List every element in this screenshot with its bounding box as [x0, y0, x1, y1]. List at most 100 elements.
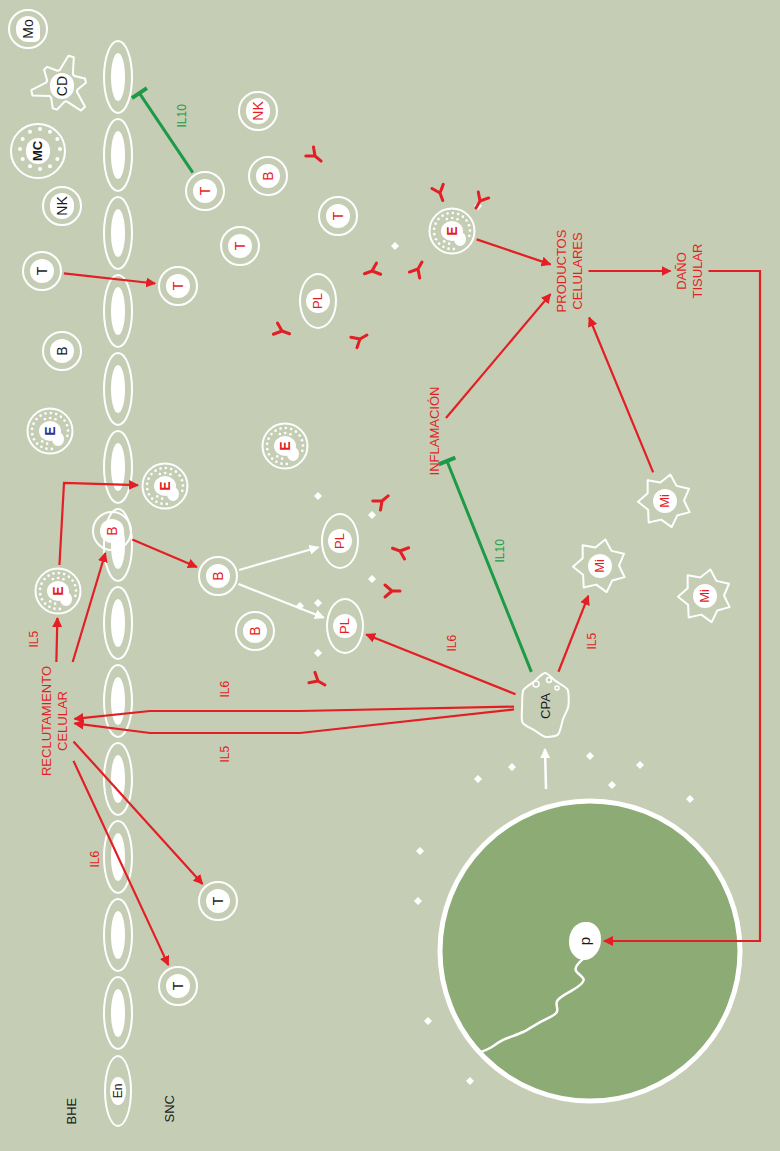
- node-label: T: [206, 889, 230, 913]
- antigen-diamond: [608, 781, 616, 789]
- microglia-cell: Mi: [676, 567, 734, 625]
- connector-arrow: [74, 761, 169, 965]
- node-label: T: [166, 974, 190, 998]
- antibody-symbol: [385, 585, 400, 597]
- cytokine-label: IL10: [175, 102, 189, 129]
- endothelial-nucleus: [111, 53, 125, 101]
- connector-arrow: [589, 318, 653, 473]
- antibody-symbol: [409, 259, 427, 278]
- node-label: CD: [50, 73, 74, 99]
- immune-cell: T: [198, 881, 238, 921]
- immune-cell: T: [185, 171, 225, 211]
- inhibition-bar: [132, 88, 147, 98]
- antibody-symbol: [373, 491, 392, 510]
- cytokine-label: IL6: [218, 679, 232, 700]
- process-label: PRODUCTOS CELULARES: [554, 228, 587, 315]
- scolex-neck: [478, 958, 584, 1053]
- endothelial-cell: [104, 431, 132, 503]
- node-label: Mo: [16, 16, 40, 41]
- antigen-diamond: [368, 575, 376, 583]
- node-label: RECLUTAMIENTO CELULAR: [39, 666, 70, 776]
- antigen-diamond: [368, 511, 376, 519]
- inhibition-line: [139, 93, 192, 173]
- node-label: CPA: [538, 693, 553, 719]
- eosinophil-cell: E: [261, 422, 309, 470]
- endothelial-nucleus: [111, 365, 125, 413]
- node-label: E: [444, 226, 460, 235]
- immune-cell: B: [248, 156, 288, 196]
- connector-arrow: [604, 271, 760, 941]
- antigen-uptake-arrow: [545, 749, 546, 789]
- eosinophil-cell: E: [428, 207, 476, 255]
- node-label: E: [157, 481, 173, 490]
- immune-cell: B: [235, 611, 275, 651]
- antigen-diamond: [314, 492, 322, 500]
- immune-cell: T: [158, 266, 198, 306]
- antigen-diamond: [391, 242, 399, 250]
- endothelial-cell: En: [104, 1055, 132, 1127]
- node-label: INFLAMACIÓN: [427, 387, 443, 476]
- cytokine-label: IL6: [445, 633, 459, 654]
- node-label: NK: [246, 98, 270, 123]
- endothelial-cell: [104, 899, 132, 971]
- connector-arrow: [446, 294, 551, 418]
- process-label: RECLUTAMIENTO CELULAR: [39, 664, 72, 778]
- node-label: B: [50, 339, 74, 363]
- node-label: DAÑO TISULAR: [674, 244, 705, 299]
- antigen-diamond: [586, 752, 594, 760]
- endothelial-nucleus: [111, 911, 125, 959]
- node-label: Mi: [693, 584, 717, 608]
- cytokine-label: IL6: [88, 849, 102, 870]
- node-label: B: [206, 564, 230, 588]
- endothelial-nucleus: [111, 209, 125, 257]
- plasma-cell: PL: [321, 513, 359, 569]
- antibody-symbol: [432, 184, 448, 202]
- endothelial-cell: [104, 275, 132, 347]
- antigen-diamond: [686, 795, 694, 803]
- node-label: MC: [26, 138, 50, 164]
- node-label: B: [256, 164, 280, 188]
- immune-cell: B: [42, 331, 82, 371]
- antigen-diamond: [424, 1017, 432, 1025]
- endothelial-nucleus: [111, 599, 125, 647]
- microglia-cell: Mi: [571, 537, 629, 595]
- node-label: T: [30, 259, 54, 283]
- antigen-diamond: [474, 775, 482, 783]
- node-label: PRODUCTOS CELULARES: [554, 230, 585, 313]
- node-label: B: [243, 619, 267, 643]
- cytokine-label: IL5: [585, 631, 599, 652]
- node-label: p: [576, 937, 594, 945]
- plasma-cell: PL: [326, 598, 364, 654]
- endothelial-cell: [104, 587, 132, 659]
- antigen-presenting-cell: CPA: [516, 670, 574, 742]
- node-label: T: [326, 204, 350, 228]
- connector-arrow: [447, 461, 531, 672]
- antibody-symbol: [309, 672, 328, 690]
- node-label: En: [110, 1077, 126, 1106]
- immune-cell: T: [22, 251, 62, 291]
- node-label: NK: [50, 193, 74, 218]
- endothelial-cell: [104, 977, 132, 1049]
- endothelial-nucleus: [111, 287, 125, 335]
- microglia-cell: Mi: [636, 472, 694, 530]
- connector-arrow: [64, 273, 155, 283]
- connector-arrow: [56, 618, 57, 662]
- connector-arrow: [589, 270, 671, 272]
- connector-arrow: [73, 553, 106, 662]
- cytokine-label: IL5: [218, 744, 232, 765]
- endothelial-cell: [104, 119, 132, 191]
- connector-arrow: [366, 634, 515, 694]
- node-label: E: [277, 441, 293, 450]
- antibody-symbol: [390, 543, 408, 559]
- node-label: PL: [328, 529, 352, 553]
- antigen-diamond: [466, 1077, 474, 1085]
- endothelial-nucleus: [111, 989, 125, 1037]
- endothelial-cell: [104, 197, 132, 269]
- node-label: B: [100, 519, 124, 543]
- dendritic-cell: CD: [29, 53, 95, 119]
- eosinophil-cell: E: [26, 407, 74, 455]
- antibody-symbol: [362, 263, 380, 279]
- region-label: SNC: [163, 1093, 177, 1124]
- antigen-diamond: [314, 599, 322, 607]
